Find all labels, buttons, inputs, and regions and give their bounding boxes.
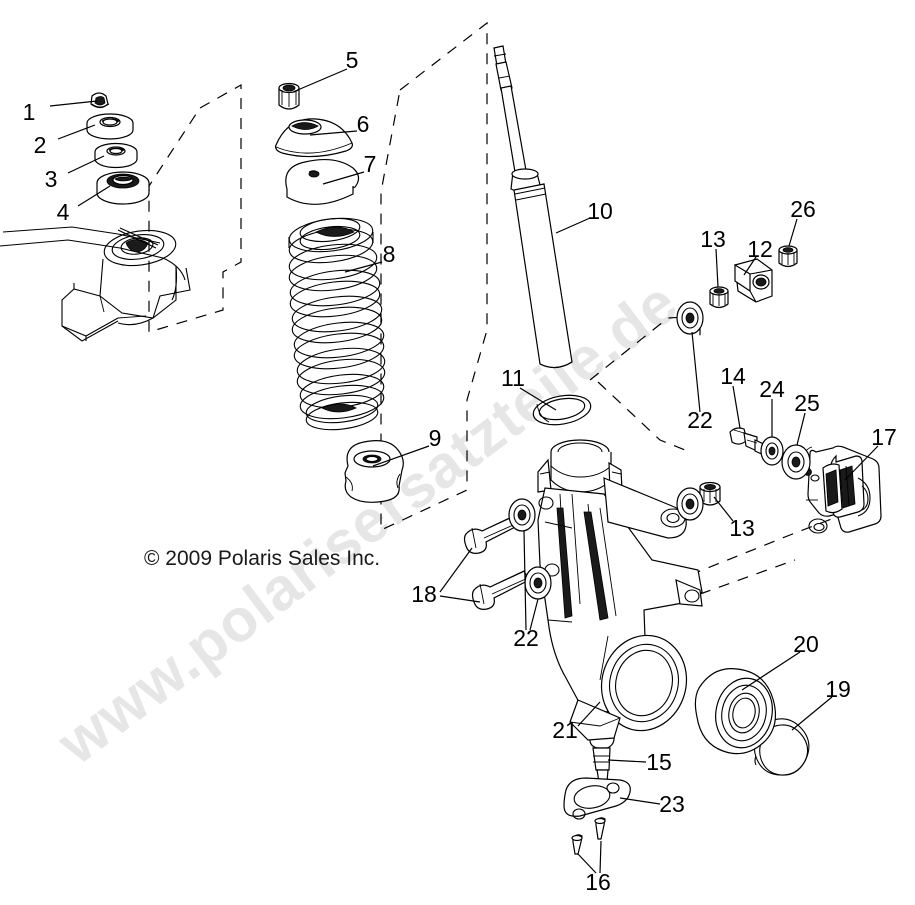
callout-25: 25 (794, 390, 820, 416)
part-25-washer (781, 444, 811, 480)
control-arm-assembly (0, 226, 191, 342)
leader-23 (619, 797, 661, 805)
leader-7 (322, 171, 365, 185)
part-1-nut (90, 92, 110, 109)
copyright-notice: © 2009 Polaris Sales Inc. (144, 547, 380, 570)
callout-17: 17 (871, 424, 897, 450)
leader-25 (796, 412, 806, 446)
dashed-box-mount (148, 83, 242, 333)
leader-4 (77, 185, 111, 207)
callout-22-lower: 22 (513, 625, 539, 651)
dashed-line-knuckle-caliper (689, 507, 861, 576)
dashed-line-knuckle-caliper2 (699, 559, 796, 595)
callout-4: 4 (57, 199, 70, 225)
leader-15 (607, 759, 647, 763)
callout-16: 16 (585, 869, 611, 895)
leader-1 (49, 100, 98, 107)
callout-21: 21 (552, 717, 578, 743)
leader-13-lower (713, 496, 734, 522)
leader-17 (844, 445, 879, 481)
part-13-flange-nut-upper (709, 286, 729, 309)
callout-24: 24 (759, 376, 785, 402)
part-10-strut (493, 45, 573, 369)
part-2-washer (86, 113, 134, 140)
part-4-mount-bushing (96, 171, 150, 205)
part-20-wheel-bearing (694, 668, 776, 755)
part-7-bump-cap (285, 158, 360, 205)
leader-14 (732, 385, 741, 429)
callout-20: 20 (793, 631, 819, 657)
dashed-box-strut-lower (597, 381, 691, 453)
leader-13-upper (715, 248, 719, 288)
part-11-seal-ring (532, 394, 592, 426)
callout-13-lower: 13 (729, 515, 755, 541)
callout-11: 11 (501, 365, 525, 391)
leader-20 (741, 651, 801, 691)
part-16-rivets (571, 817, 606, 855)
callout-2: 2 (34, 132, 47, 158)
callout-10: 10 (587, 198, 613, 224)
part-23-ball-joint-flange (563, 777, 631, 820)
callout-13-upper: 13 (700, 226, 726, 252)
part-9-bump-stop (344, 440, 404, 503)
leader-2 (57, 124, 96, 140)
callout-26: 26 (790, 196, 816, 222)
part-12-bracket-clip (734, 258, 773, 303)
dashed-box-spring (380, 21, 488, 531)
leader-21 (577, 701, 601, 727)
leader-11 (519, 387, 557, 411)
part-3-washer (94, 142, 138, 169)
callout-12: 12 (747, 236, 773, 262)
callout-19: 19 (825, 676, 851, 702)
part-26-nut (778, 245, 798, 268)
callout-14: 14 (720, 363, 746, 389)
callout-numbers: 1 2 3 4 5 6 7 8 9 10 11 12 13 13 14 15 1… (23, 47, 897, 895)
part-24-washer (760, 436, 784, 466)
leader-10 (555, 217, 591, 234)
callout-18: 18 (411, 581, 437, 607)
leader-5 (292, 68, 348, 93)
callout-1: 1 (23, 99, 36, 125)
leader-22-lower-b (529, 598, 539, 631)
callout-8: 8 (383, 241, 396, 267)
leader-8 (344, 261, 383, 273)
leader-12 (743, 256, 757, 276)
callout-6: 6 (357, 111, 370, 137)
leader-22-lower-a (523, 530, 527, 631)
leader-6 (309, 130, 358, 136)
part-21-steering-knuckle (537, 439, 703, 741)
leader-16b (577, 853, 597, 874)
callout-9: 9 (429, 425, 442, 451)
callout-23: 23 (659, 791, 685, 817)
leader-22-upper (691, 331, 701, 413)
leader-lines (49, 68, 879, 874)
part-13-flange-nut-lower (699, 481, 721, 506)
leader-18b (439, 595, 481, 603)
callout-7: 7 (364, 151, 377, 177)
part-6-upper-spring-seat (275, 118, 353, 158)
part-5-nut (278, 82, 300, 110)
leader-18a (439, 547, 473, 593)
leader-9 (372, 445, 430, 467)
part-17-brake-caliper (804, 445, 882, 534)
callout-3: 3 (45, 166, 58, 192)
part-8-coil-spring (288, 217, 386, 431)
leader-19 (791, 696, 833, 731)
callout-5: 5 (346, 47, 359, 73)
leader-3 (67, 155, 105, 174)
leader-26 (788, 218, 798, 247)
callout-22-upper: 22 (687, 407, 713, 433)
callout-15: 15 (646, 749, 672, 775)
leader-16a (599, 840, 602, 874)
